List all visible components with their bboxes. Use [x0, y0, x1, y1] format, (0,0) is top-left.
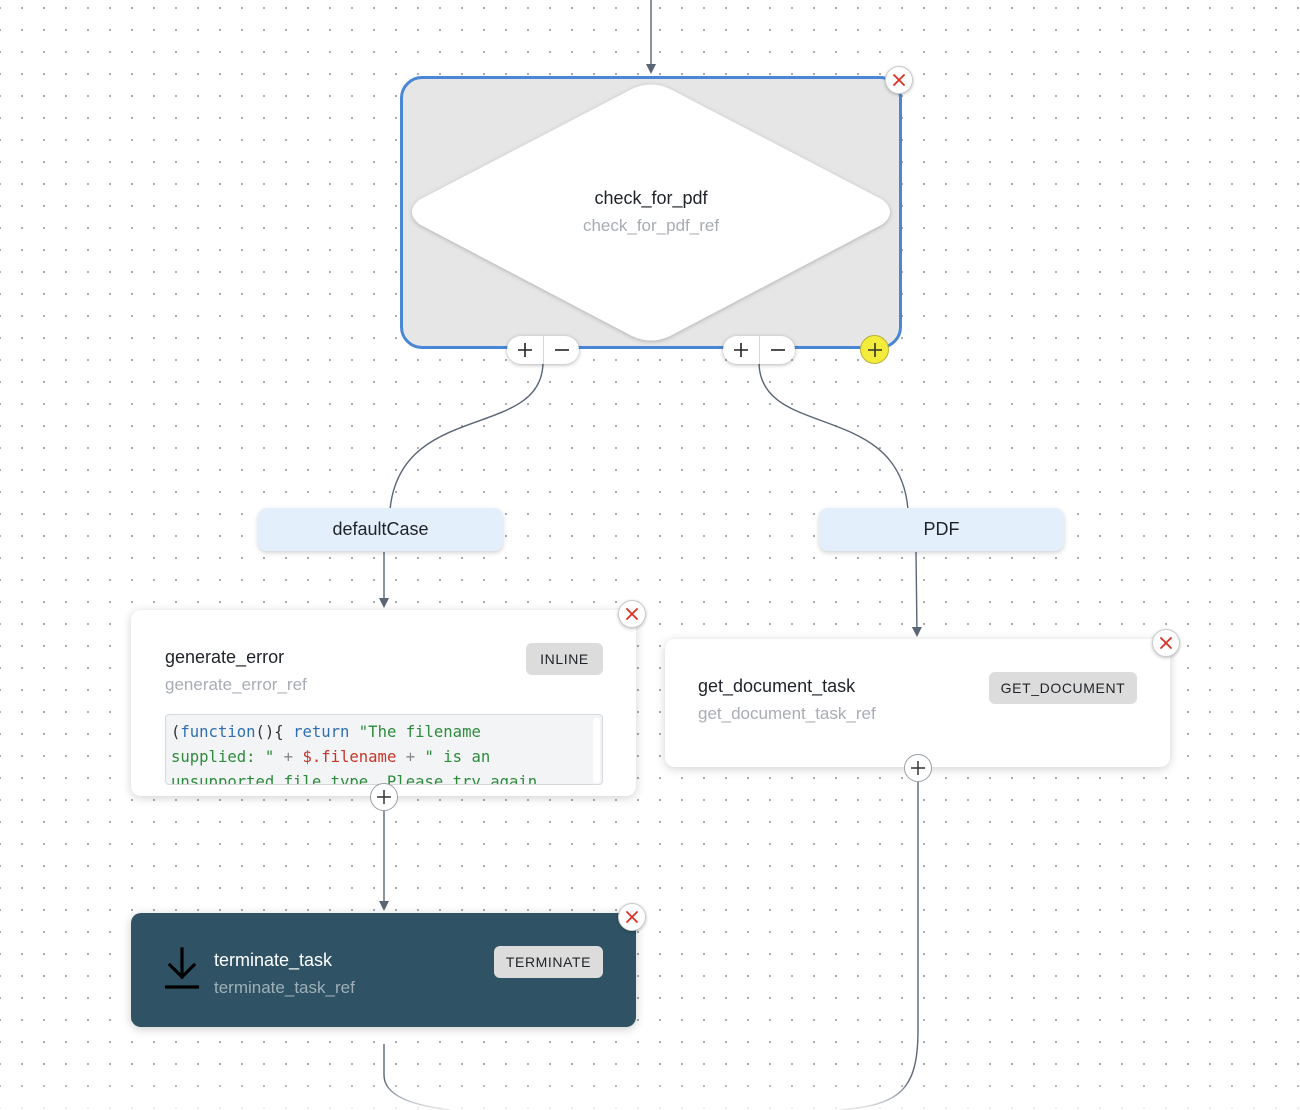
- switch-node-ref: check_for_pdf_ref: [582, 216, 720, 235]
- code-token: unsupported file type. Please try again: [171, 773, 538, 785]
- code-token: (){: [255, 723, 294, 741]
- case-label-pdf[interactable]: PDF: [819, 508, 1064, 551]
- plus-icon: [911, 761, 925, 775]
- task-name: get_document_task: [698, 676, 856, 696]
- download-icon: [165, 947, 199, 989]
- code-token: (: [171, 723, 181, 741]
- task-type-badge: GET_DOCUMENT: [989, 672, 1137, 704]
- code-token: function: [180, 723, 256, 741]
- close-icon: [893, 74, 905, 86]
- code-token: [349, 723, 358, 741]
- branch-controls-defaultcase: [507, 336, 579, 364]
- code-token: "The filename: [358, 723, 481, 741]
- code-token: +: [274, 748, 303, 766]
- delete-task-button[interactable]: [1152, 629, 1180, 657]
- task-type-badge: INLINE: [526, 643, 603, 675]
- task-type-badge: TERMINATE: [494, 946, 603, 978]
- add-case-button[interactable]: [860, 335, 889, 364]
- code-token: return: [293, 723, 350, 741]
- delete-switch-button[interactable]: [885, 66, 913, 94]
- inline-code-preview[interactable]: (function(){ return "The filename suppli…: [165, 714, 603, 785]
- plus-icon: [377, 790, 391, 804]
- add-task-button[interactable]: [904, 754, 932, 782]
- case-label-defaultcase[interactable]: defaultCase: [258, 508, 503, 551]
- edge-switch-to-defaultcase: [389, 361, 544, 511]
- code-token: +: [396, 748, 425, 766]
- close-icon: [1160, 637, 1172, 649]
- switch-node-name: check_for_pdf: [594, 188, 708, 208]
- task-name: terminate_task: [214, 950, 333, 970]
- task-ref: get_document_task_ref: [698, 704, 876, 723]
- code-token: $.filename: [302, 748, 397, 766]
- close-icon: [626, 608, 638, 620]
- remove-branch-button[interactable]: [543, 336, 579, 364]
- plus-icon: [867, 342, 882, 357]
- close-icon: [626, 911, 638, 923]
- remove-branch-button[interactable]: [759, 336, 795, 364]
- code-scrollbar[interactable]: [593, 718, 600, 783]
- add-branch-button[interactable]: [507, 336, 543, 364]
- task-name: generate_error: [165, 647, 285, 667]
- edge-pdf-to-get-document: [911, 551, 922, 637]
- minus-icon: [554, 349, 569, 351]
- code-token: supplied: ": [171, 748, 275, 766]
- add-branch-button[interactable]: [723, 336, 759, 364]
- add-task-button[interactable]: [370, 783, 398, 811]
- task-ref: generate_error_ref: [165, 675, 307, 694]
- branch-controls-pdf: [723, 336, 795, 364]
- edge-get-document-to-join: [839, 782, 919, 1110]
- delete-task-button[interactable]: [618, 600, 646, 628]
- task-ref: terminate_task_ref: [214, 978, 355, 997]
- plus-icon: [518, 343, 532, 357]
- code-token: " is an: [424, 748, 491, 766]
- minus-icon: [770, 349, 785, 351]
- plus-icon: [734, 343, 748, 357]
- decision-diamond[interactable]: [405, 80, 897, 345]
- canvas-bottom-fade: [0, 1080, 1300, 1110]
- delete-task-button[interactable]: [618, 903, 646, 931]
- edge-switch-to-pdf: [758, 361, 909, 511]
